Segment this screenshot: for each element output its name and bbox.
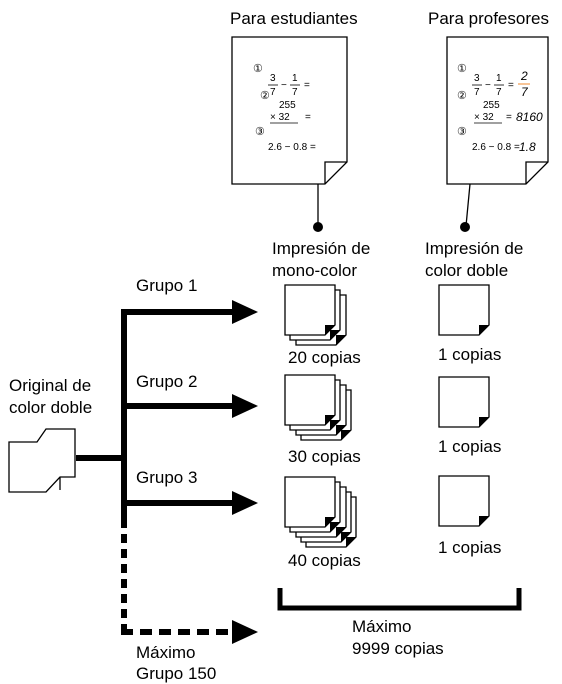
marker-1: ① (457, 63, 467, 75)
distribution-tree (76, 309, 236, 635)
answer-mult: 8160 (516, 110, 543, 124)
mult-top: 255 (279, 100, 296, 111)
teachers-label: Para profesores (428, 9, 549, 28)
minus-sign: − (485, 80, 491, 91)
student-worksheet-content: ① ② ③ 3 7 − 1 7 = 255 × 32 = 2.6 − 0.8 = (253, 63, 316, 153)
answer-decimal: 1.8 (519, 140, 536, 154)
group-1-label: Grupo 1 (136, 276, 198, 295)
marker-2: ② (457, 90, 467, 102)
dual-copy-group-1 (438, 284, 490, 336)
marker-2: ② (260, 90, 270, 102)
arrow-max-group (232, 620, 258, 644)
max-copies-line1: Máximo (352, 617, 412, 636)
arrow-group-2 (232, 394, 258, 418)
mult-row: × 32 (474, 112, 494, 123)
decimal-expr: 2.6 − 0.8 = (268, 142, 316, 153)
group-3-mono-copies: 40 copias (288, 551, 361, 570)
max-group-line2: Grupo 150 (136, 664, 217, 683)
student-connector-dot (313, 222, 323, 232)
mono-stack-group-3 (284, 476, 357, 548)
marker-3: ③ (255, 126, 265, 138)
group-1-dual-copies: 1 copias (438, 345, 502, 364)
frac-a-den: 7 (474, 87, 480, 98)
minus-sign: − (281, 80, 287, 91)
group-3-label: Grupo 3 (136, 468, 198, 487)
arrow-group-1 (232, 300, 258, 324)
mult-row: × 32 (270, 112, 290, 123)
mult-top: 255 (483, 100, 500, 111)
dual-copy-group-3 (438, 475, 490, 527)
dual-print-title-line2: color doble (425, 261, 509, 280)
equals-sign: = (304, 80, 310, 91)
mult-equals: = (305, 112, 311, 123)
answer-frac-den: 7 (521, 85, 529, 99)
group-2-label: Grupo 2 (136, 372, 198, 391)
frac-a-den: 7 (270, 87, 276, 98)
group-2-dual-copies: 1 copias (438, 437, 502, 456)
answer-frac-num: 2 (520, 69, 528, 83)
dual-copy-group-2 (438, 376, 490, 428)
frac-b-num: 1 (292, 73, 298, 84)
frac-b-den: 7 (292, 87, 298, 98)
arrow-group-3 (232, 491, 258, 515)
group-3-dual-copies: 1 copias (438, 538, 502, 557)
original-label-line1: Original de (9, 376, 92, 395)
mono-print-title-line2: mono-color (272, 261, 358, 280)
frac-b-den: 7 (496, 87, 502, 98)
max-group-line1: Máximo (136, 643, 196, 662)
mono-stack-group-2 (284, 374, 352, 441)
decimal-expr: 2.6 − 0.8 = (472, 142, 520, 153)
arrowheads (232, 300, 258, 644)
group-2-mono-copies: 30 copias (288, 447, 361, 466)
teacher-worksheet (446, 36, 549, 232)
max-copies-bracket (277, 588, 522, 611)
mult-equals: = (506, 112, 512, 123)
dual-print-title-line1: Impresión de (425, 239, 524, 258)
marker-1: ① (253, 63, 263, 75)
frac-b-num: 1 (496, 73, 502, 84)
equals-sign: = (508, 80, 514, 91)
original-label-line2: color doble (9, 398, 93, 417)
students-label: Para estudiantes (230, 9, 358, 28)
group-1-mono-copies: 20 copias (288, 348, 361, 367)
frac-a-num: 3 (270, 73, 276, 84)
teacher-connector-dot (460, 222, 470, 232)
teacher-worksheet-content: ① ② ③ 3 7 − 1 7 = 2 7 255 × 32 = 8160 2.… (457, 63, 543, 154)
max-copies-line2: 9999 copias (352, 639, 444, 658)
marker-3: ③ (457, 126, 467, 138)
mono-print-title-line1: Impresión de (272, 239, 371, 258)
student-worksheet (231, 36, 348, 232)
frac-a-num: 3 (474, 73, 480, 84)
original-document-icon (8, 428, 76, 493)
mono-stack-group-1 (284, 284, 347, 346)
